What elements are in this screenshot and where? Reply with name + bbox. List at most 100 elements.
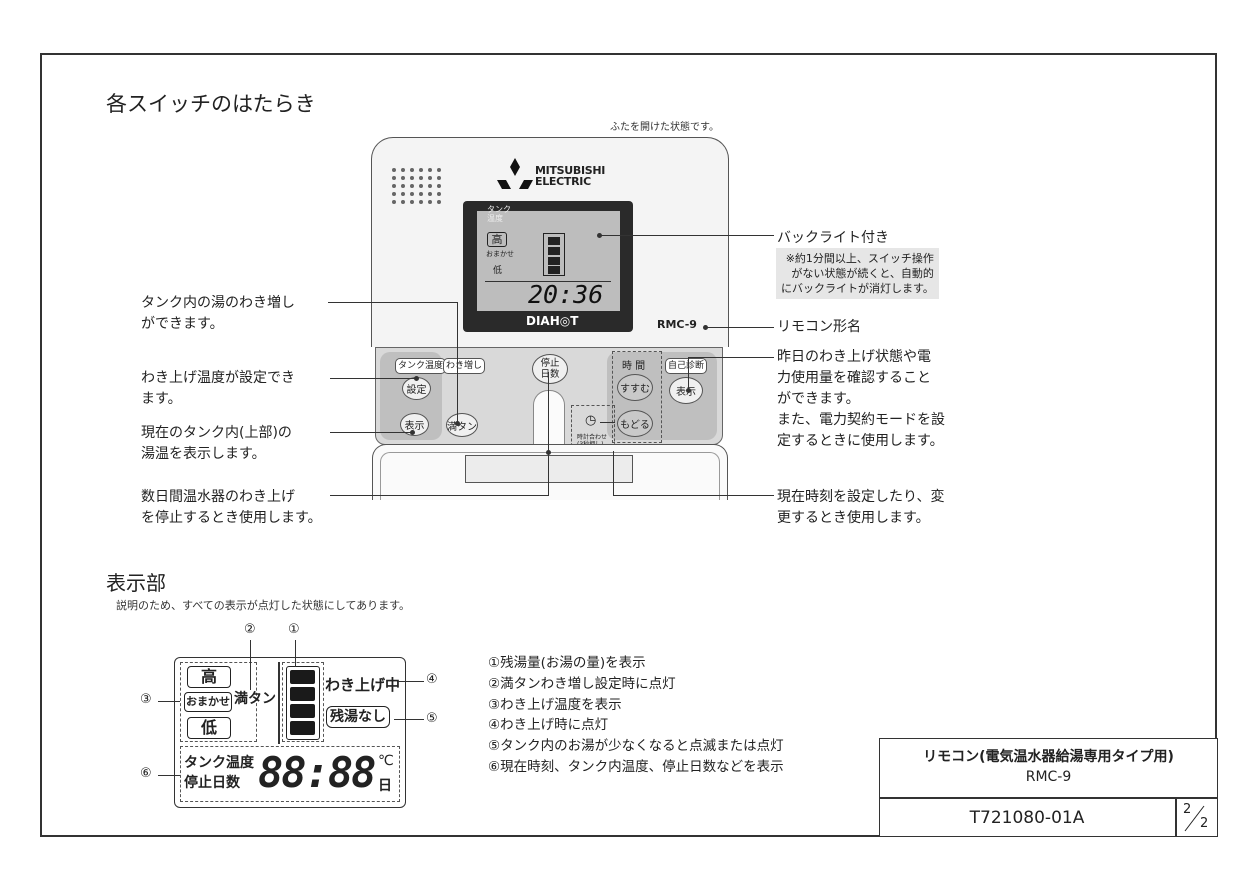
callout-show-temp: 現在のタンク内(上部)の 湯温を表示します。 [141, 423, 292, 465]
diagram-day: 日 [378, 778, 392, 794]
backlight-note: ※約1分間以上、スイッチ操作 がない状態が続くと、自動的 にバックライトが消灯し… [776, 248, 939, 299]
susumu-button[interactable]: すすむ [617, 374, 653, 401]
stop-days-line-1: 停止 [540, 358, 560, 369]
leader-model [706, 327, 774, 328]
callout-set-temp-line-1: わき上げ温度が設定でき [141, 370, 295, 386]
callout-wakimashi-line-2: ができます。 [141, 316, 224, 332]
speaker-hole [428, 176, 432, 180]
wakimashi-label: わき増し [443, 358, 486, 374]
marker-2-leader [250, 640, 251, 690]
lcd-diagram [174, 657, 406, 808]
callout-self-diagnosis-line-2: 力使用量を確認すること [777, 370, 931, 386]
mitsubishi-logo-icon [497, 158, 533, 190]
callout-stop-days-line-2: を停止するとき使用します。 [141, 510, 322, 526]
speaker-hole [419, 184, 423, 188]
speaker-hole [437, 184, 441, 188]
leader-show-temp-h [330, 432, 412, 433]
level-group-dashed-frame [282, 662, 324, 742]
speaker-hole [437, 200, 441, 204]
legend-item-5: ⑤タンク内のお湯が少なくなると点滅または点灯 [488, 738, 784, 755]
model-label: RMC-9 [657, 318, 697, 331]
speaker-hole [437, 176, 441, 180]
diagram-tank-level-gauge [286, 666, 320, 740]
leader-clock-set-v [613, 451, 614, 496]
leader-show-temp-dot [410, 430, 415, 435]
speaker-hole [401, 200, 405, 204]
lid-open-note: ふたを開けた状態です。 [610, 122, 719, 133]
callout-clock-set-line-1: 現在時刻を設定したり、変 [777, 489, 945, 505]
callout-clock-set: 現在時刻を設定したり、変 更するとき使用します。 [777, 487, 944, 529]
callout-clock-set-line-2: 更するとき使用します。 [777, 510, 930, 526]
callout-self-diagnosis-line-4: また、電力契約モードを設 [777, 412, 945, 428]
speaker-hole [401, 168, 405, 172]
section-title-switches: 各スイッチのはたらき [106, 92, 316, 116]
brand-name: MITSUBISHI ELECTRIC [535, 165, 605, 187]
page-fraction-slash-icon [1182, 803, 1208, 833]
speaker-hole [410, 184, 414, 188]
speaker-hole [401, 184, 405, 188]
lcd-omakase-indicator: おまかせ [486, 250, 514, 258]
lcd-high-indicator: 高 [487, 232, 507, 247]
speaker-hole [392, 168, 396, 172]
marker-2: ② [244, 622, 256, 637]
speaker-hole [419, 168, 423, 172]
marker-6-leader [158, 775, 180, 776]
lcd-tank-temp-label: タンク 温度 [487, 205, 511, 223]
mantan-button[interactable]: 満タン [446, 413, 478, 437]
title-block [879, 738, 1218, 837]
legend-item-4: ④わき上げ時に点灯 [488, 717, 609, 734]
speaker-hole [437, 192, 441, 196]
leader-wakimashi-v [457, 302, 458, 424]
leader-backlight [599, 235, 774, 236]
leader-stop-days-v [548, 372, 549, 496]
marker-1-leader [295, 640, 296, 667]
speaker-hole [401, 176, 405, 180]
digit-group-dashed-frame [180, 746, 400, 802]
brand-line-1: MITSUBISHI [535, 164, 606, 177]
diagram-vertical-divider [278, 662, 280, 744]
lid-hinge-slot [533, 390, 565, 446]
diagram-zanyu-nashi: 残湯なし [326, 706, 390, 728]
speaker-hole [428, 200, 432, 204]
speaker-hole [392, 192, 396, 196]
lid-hinge [465, 455, 633, 483]
diagram-tank-ondo: タンク温度 [184, 755, 254, 771]
leader-self-diagnosis-v [688, 357, 689, 391]
leader-self-diagnosis-h [688, 357, 774, 358]
callout-wakimashi: タンク内の湯のわき増し ができます。 [141, 293, 295, 335]
self-diagnosis-label: 自己診断 [665, 358, 708, 374]
clock-set-note-1: 時計合わせ [577, 434, 608, 441]
marker-5-leader [394, 719, 424, 720]
modoru-button[interactable]: もどる [617, 410, 653, 437]
stop-days-button[interactable]: 停止 日数 [532, 354, 568, 384]
speaker-hole [419, 176, 423, 180]
tank-temp-label: タンク温度 [395, 358, 447, 374]
lcd-tank-label-2: 温度 [487, 214, 503, 223]
lcd-tank-label-1: タンク [487, 205, 511, 214]
callout-backlight: バックライト付き [777, 230, 889, 246]
clock-set-connector [600, 422, 615, 423]
diagram-wakiagechu: わき上げ中 [325, 676, 401, 694]
stop-days-line-2: 日数 [540, 369, 560, 380]
marker-4: ④ [426, 672, 438, 687]
diagram-high-indicator: 高 [187, 666, 231, 688]
callout-show-temp-line-1: 現在のタンク内(上部)の [141, 425, 292, 441]
page-frame [40, 53, 1217, 837]
legend-item-6: ⑥現在時刻、タンク内温度、停止日数などを表示 [488, 758, 784, 775]
clock-icon: ◷ [585, 413, 597, 428]
leader-stop-days-h [330, 495, 549, 496]
marker-3-leader [158, 701, 180, 702]
marker-6: ⑥ [140, 766, 152, 781]
hyouji-button[interactable]: 表示 [400, 413, 429, 436]
callout-self-diagnosis: 昨日のわき上げ状態や電 力使用量を確認すること ができます。 また、電力契約モー… [777, 347, 945, 452]
diahot-logo: DIAH◎T [526, 314, 579, 328]
legend-item-1: ①残湯量(お湯の量)を表示 [488, 655, 646, 671]
display-legend: ①残湯量(お湯の量)を表示 ②満タンわき増し設定時に点灯 ③わき上げ温度を表示 … [488, 653, 784, 778]
speaker-hole [437, 168, 441, 172]
diagram-mantan: 満タン [234, 691, 276, 707]
diagram-omakase-indicator: おまかせ [184, 692, 232, 712]
callout-set-temp: わき上げ温度が設定でき ます。 [141, 368, 295, 410]
callout-stop-days-line-1: 数日間温水器のわき上げ [141, 489, 295, 505]
callout-wakimashi-line-1: タンク内の湯のわき増し [141, 295, 295, 311]
diagram-low-indicator: 低 [187, 717, 231, 739]
